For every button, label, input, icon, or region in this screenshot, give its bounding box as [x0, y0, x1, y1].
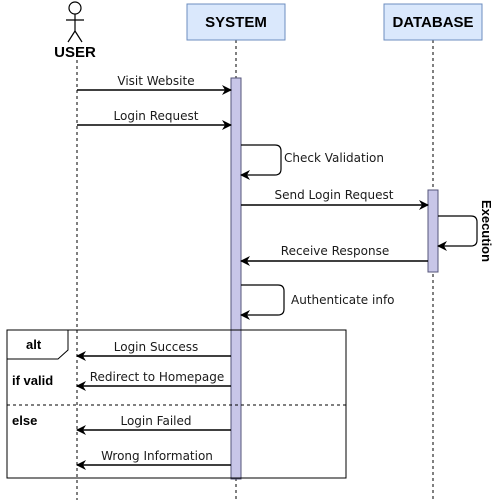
system-header-label: SYSTEM — [205, 14, 267, 31]
execution-self-arrow — [437, 215, 478, 251]
system-header-box — [186, 3, 286, 41]
login-request-label: Login Request — [114, 109, 199, 123]
wrong-information-label: Wrong Information — [101, 449, 213, 463]
authenticate-info-label: Authenticate info — [291, 293, 395, 307]
database-header-box — [383, 3, 483, 41]
login-failed-label: Login Failed — [120, 414, 191, 428]
guard-if-valid: if valid — [12, 373, 53, 388]
database-header-label: DATABASE — [392, 14, 473, 31]
visit-website-label: Visit Website — [117, 74, 194, 88]
database-activation-bar — [427, 189, 439, 273]
execution-label: Execution — [479, 200, 494, 262]
alt-fragment-tab — [6, 329, 69, 360]
guard-else: else — [12, 413, 37, 428]
alt-fragment-frame — [6, 329, 347, 479]
check-validation-self-arrow — [240, 144, 282, 180]
alt-operator-label: alt — [26, 337, 42, 352]
send-login-request-label: Send Login Request — [275, 188, 394, 202]
authenticate-info-self-arrow — [240, 284, 285, 320]
system-activation-bar — [230, 77, 242, 480]
login-success-label: Login Success — [114, 340, 199, 354]
user-actor-icon — [66, 1, 84, 43]
check-validation-label: Check Validation — [284, 151, 384, 165]
redirect-homepage-label: Redirect to Homepage — [90, 370, 225, 384]
user-actor-label: USER — [54, 44, 96, 61]
receive-response-label: Receive Response — [281, 244, 389, 258]
